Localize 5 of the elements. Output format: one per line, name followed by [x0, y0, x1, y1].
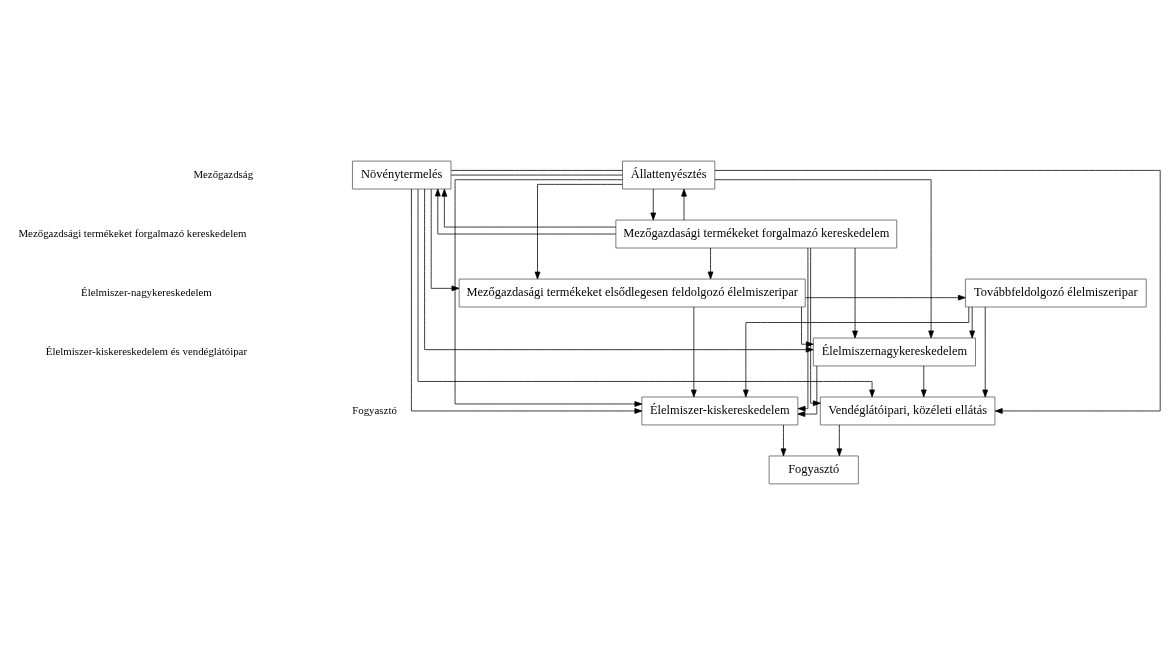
- label: Fogyasztó: [352, 403, 397, 416]
- label: Mezőgazdsági termékeket forgalmazó kereskedelem: [18, 226, 247, 239]
- label: Mezőgazdság: [193, 167, 254, 180]
- label: Élelmiszer-kiskereskedelem és vendéglátóipar: [45, 344, 248, 357]
- label: Élelmiszer-nagykereskedelem: [81, 285, 212, 298]
